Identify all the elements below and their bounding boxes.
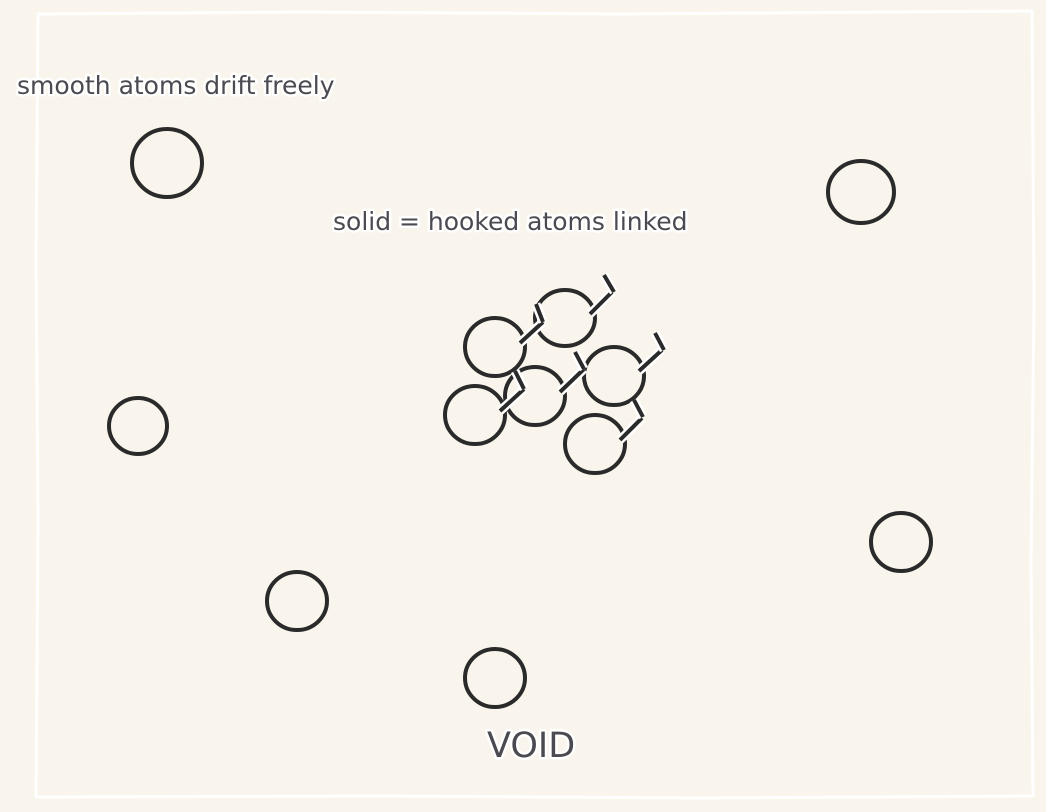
smooth-atom — [265, 570, 329, 632]
atom-hooks — [496, 272, 668, 444]
smooth-atom — [826, 159, 896, 225]
hooked-atom — [463, 316, 527, 378]
hook-barb — [573, 351, 586, 370]
free-atoms — [107, 127, 933, 709]
hooked-atom — [503, 365, 567, 427]
solid-caption: solid = hooked atoms linked — [333, 207, 687, 236]
hook-link — [518, 320, 545, 345]
hook-link — [588, 290, 614, 316]
free-atoms-caption: smooth atoms drift freely — [17, 71, 335, 100]
hook-link — [558, 367, 586, 394]
smooth-atom — [130, 127, 204, 199]
void-frame — [34, 9, 1036, 800]
hook-barb — [632, 399, 645, 418]
smooth-atom — [463, 647, 527, 709]
hook-link — [498, 387, 526, 413]
hook-link — [618, 416, 644, 442]
smooth-atom — [869, 511, 933, 573]
hook-link — [637, 348, 664, 373]
hooked-atom-cluster — [443, 272, 668, 475]
hook-barb — [513, 370, 526, 390]
hooked-atom — [563, 413, 627, 475]
hook-barb — [534, 303, 545, 323]
smooth-atom — [107, 396, 169, 456]
hooked-atom — [582, 345, 646, 407]
hooked-atom — [443, 384, 507, 446]
hook-barb — [653, 332, 666, 351]
hook-barb — [602, 273, 616, 294]
hooked-atom — [533, 288, 597, 348]
void-caption: VOID — [487, 726, 575, 766]
